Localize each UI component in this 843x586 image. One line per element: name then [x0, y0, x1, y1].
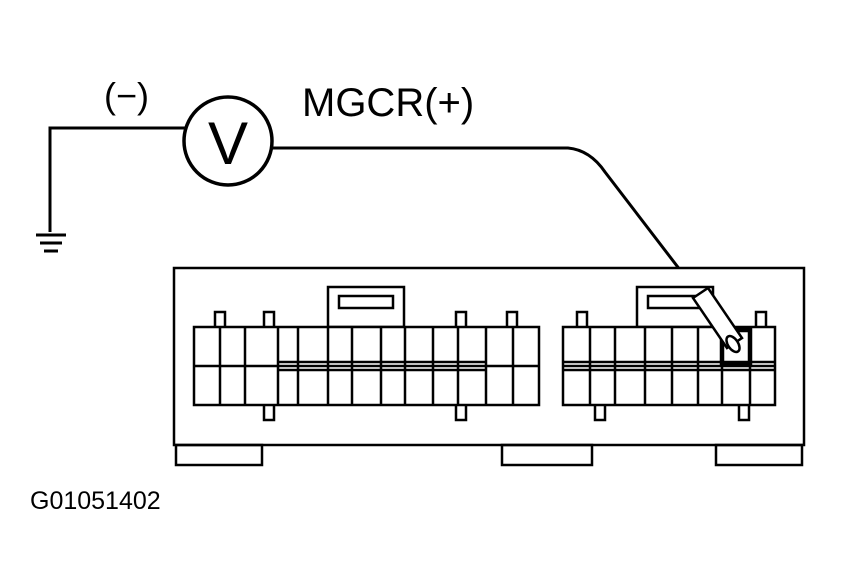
- ground-wire: [48, 126, 185, 232]
- negative-lead-label: (−): [104, 75, 149, 116]
- positive-wire: [272, 146, 702, 297]
- figure-id: G01051402: [30, 487, 161, 515]
- ground-icon: [36, 233, 66, 253]
- test-probe: [691, 286, 744, 354]
- voltmeter-symbol: V: [208, 110, 248, 177]
- voltmeter: V: [182, 95, 274, 187]
- positive-lead-label: MGCR(+): [302, 81, 474, 125]
